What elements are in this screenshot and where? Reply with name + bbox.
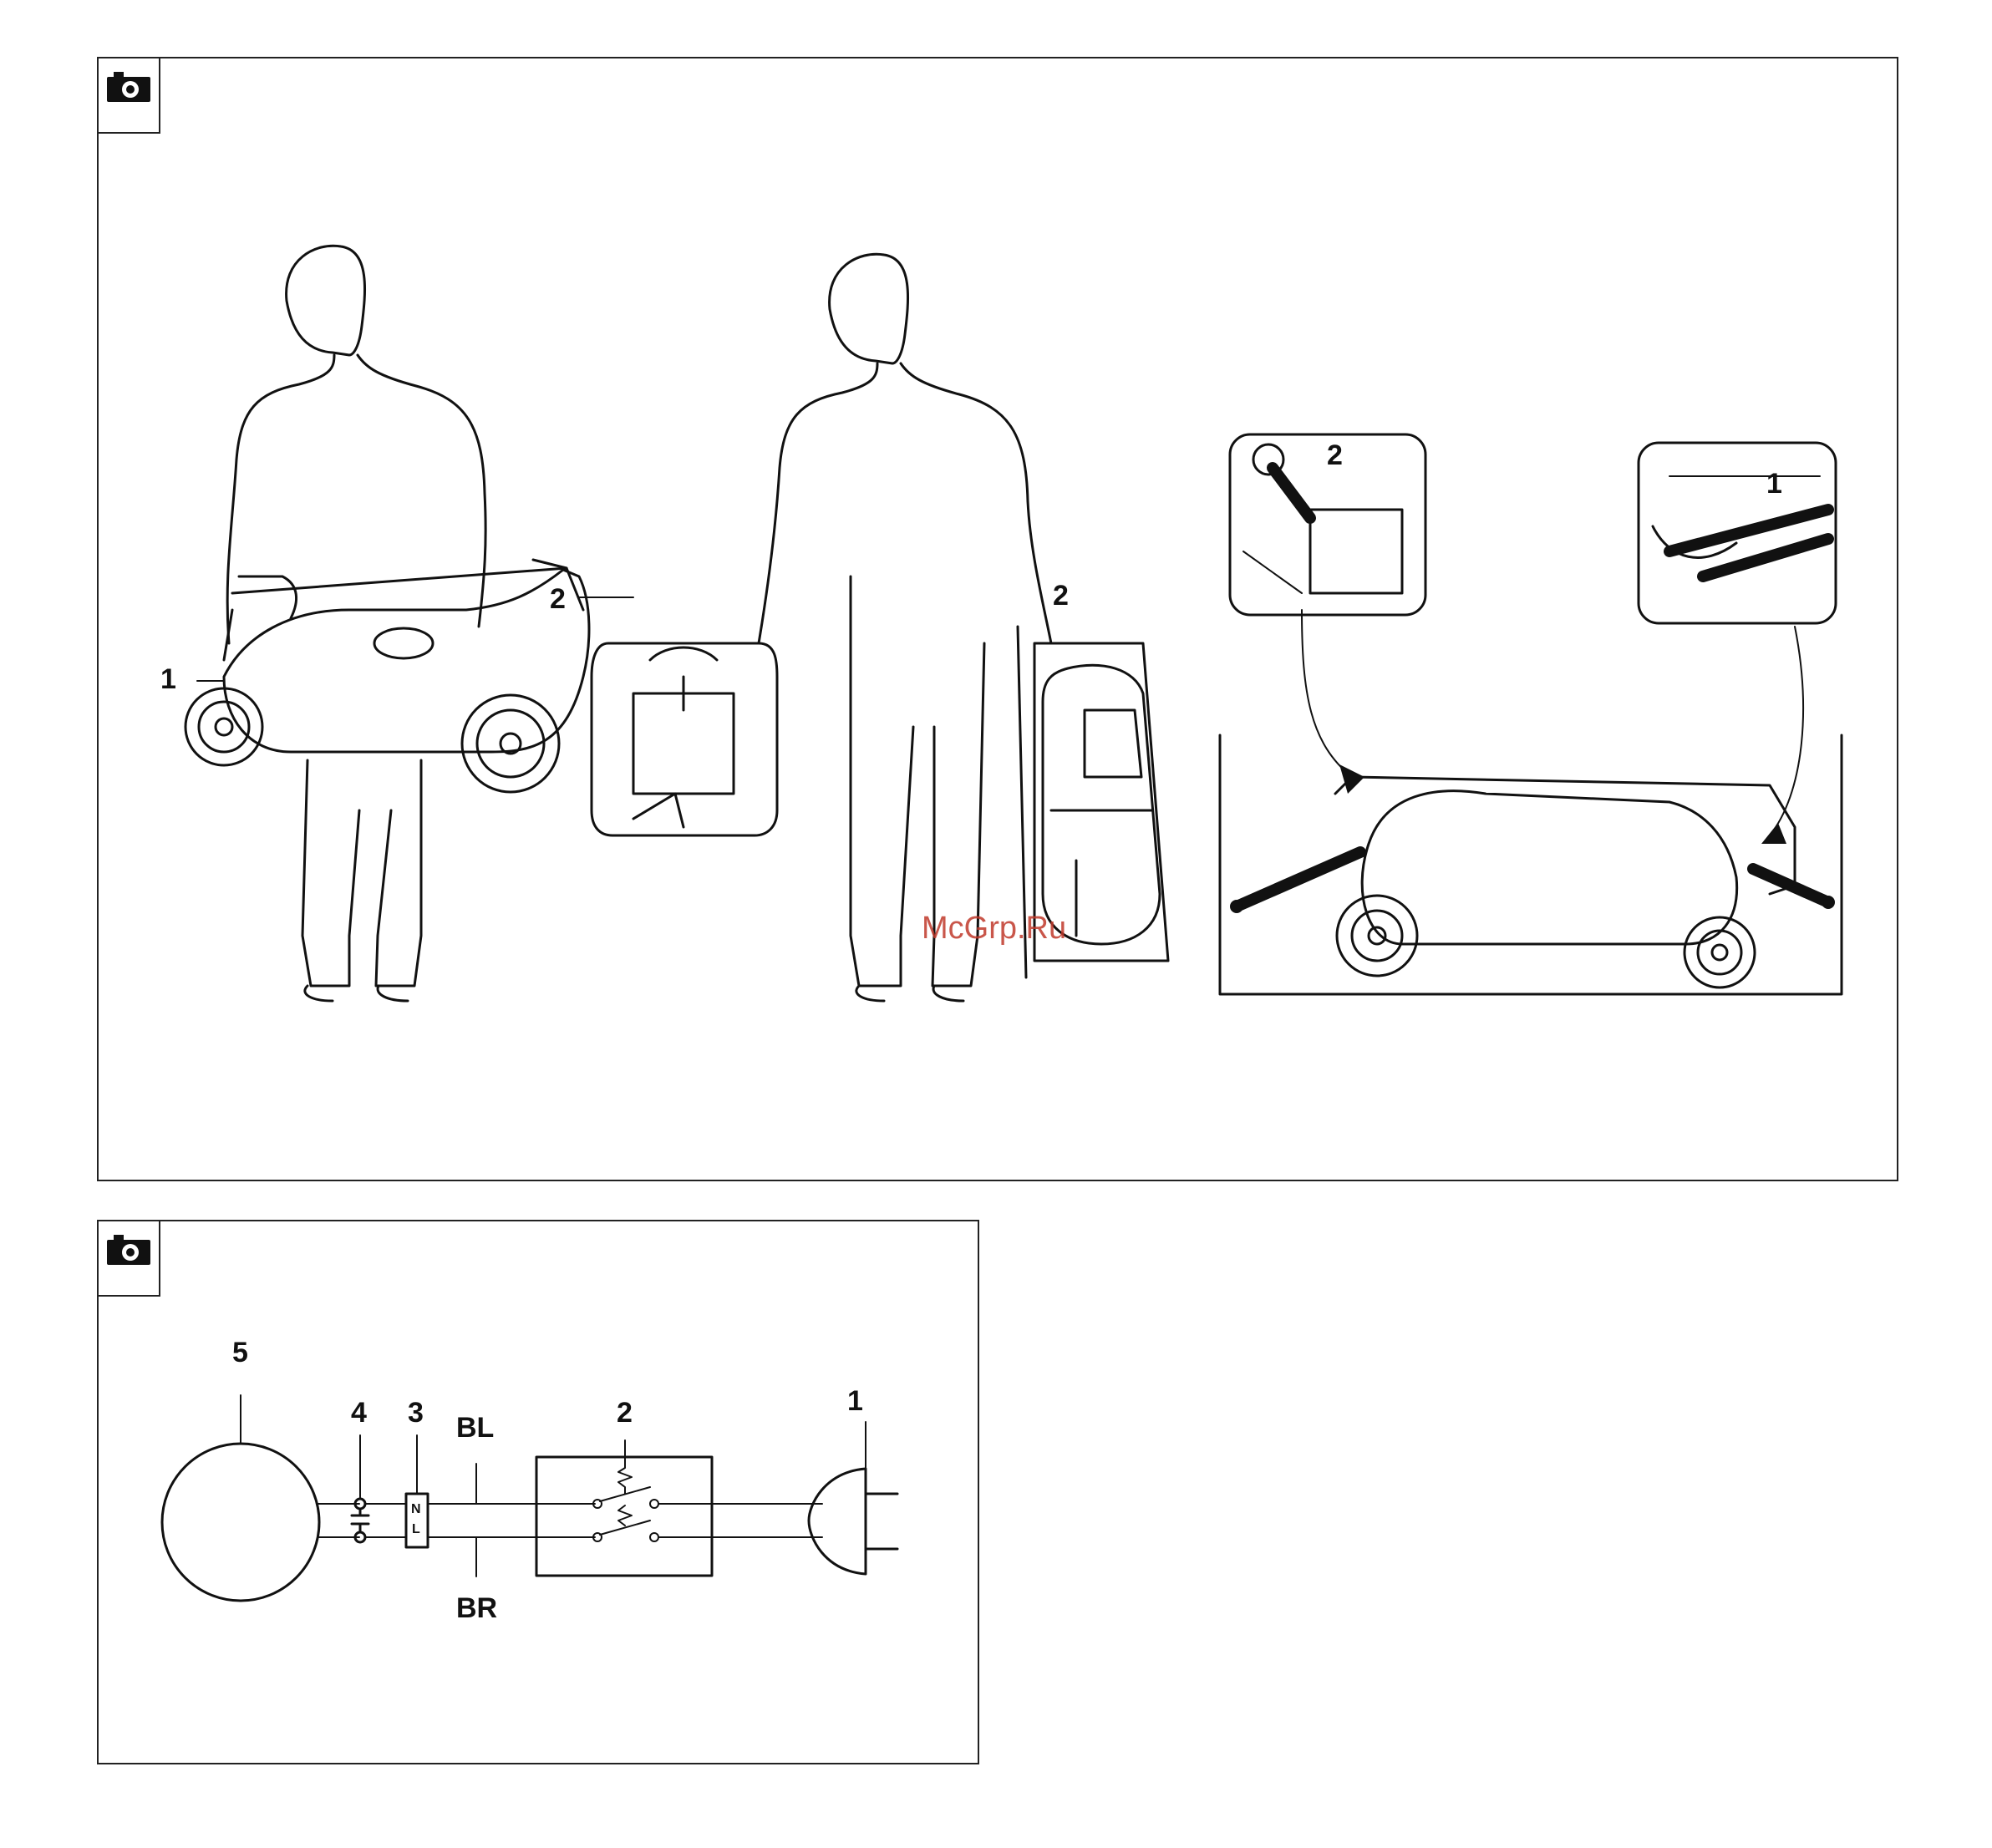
label-plug-1: 1 — [847, 1387, 863, 1415]
person-left — [227, 246, 485, 1001]
figure-top-panel: 1 2 2 2 1 McGrp.Ru — [97, 57, 1898, 1181]
watermark: McGrp.Ru — [922, 911, 1066, 947]
inset-right — [1639, 443, 1836, 623]
label-inset-right-1: 1 — [1766, 470, 1782, 498]
label-clip-2-middle: 2 — [1053, 581, 1069, 610]
capacitor-symbol — [352, 1435, 368, 1542]
label-switch-2: 2 — [617, 1399, 633, 1427]
label-motor-5: 5 — [232, 1338, 248, 1367]
grass-box — [592, 643, 777, 835]
wiring-diagram — [99, 1221, 981, 1766]
motor-circle — [162, 1444, 319, 1601]
label-wire-bottom: BR — [456, 1594, 497, 1622]
mower-left — [185, 560, 633, 792]
person-middle — [759, 254, 1051, 1001]
figure-bottom-panel: 5 4 3 BL 2 1 BR N L — [97, 1220, 979, 1764]
label-thermal-3: 3 — [408, 1399, 424, 1427]
label-capacitor-4: 4 — [351, 1399, 367, 1427]
carry-illustrations — [99, 58, 1900, 1183]
label-wire-top: BL — [456, 1414, 494, 1442]
label-inset-left-2: 2 — [1327, 441, 1343, 470]
thermal-l: L — [412, 1522, 420, 1537]
label-clip-2-left: 2 — [550, 585, 566, 613]
label-handle-1: 1 — [160, 665, 176, 693]
transport-scene — [1220, 610, 1842, 994]
switch-box — [536, 1440, 712, 1576]
plug-symbol — [809, 1422, 897, 1574]
thermal-n: N — [411, 1502, 421, 1517]
